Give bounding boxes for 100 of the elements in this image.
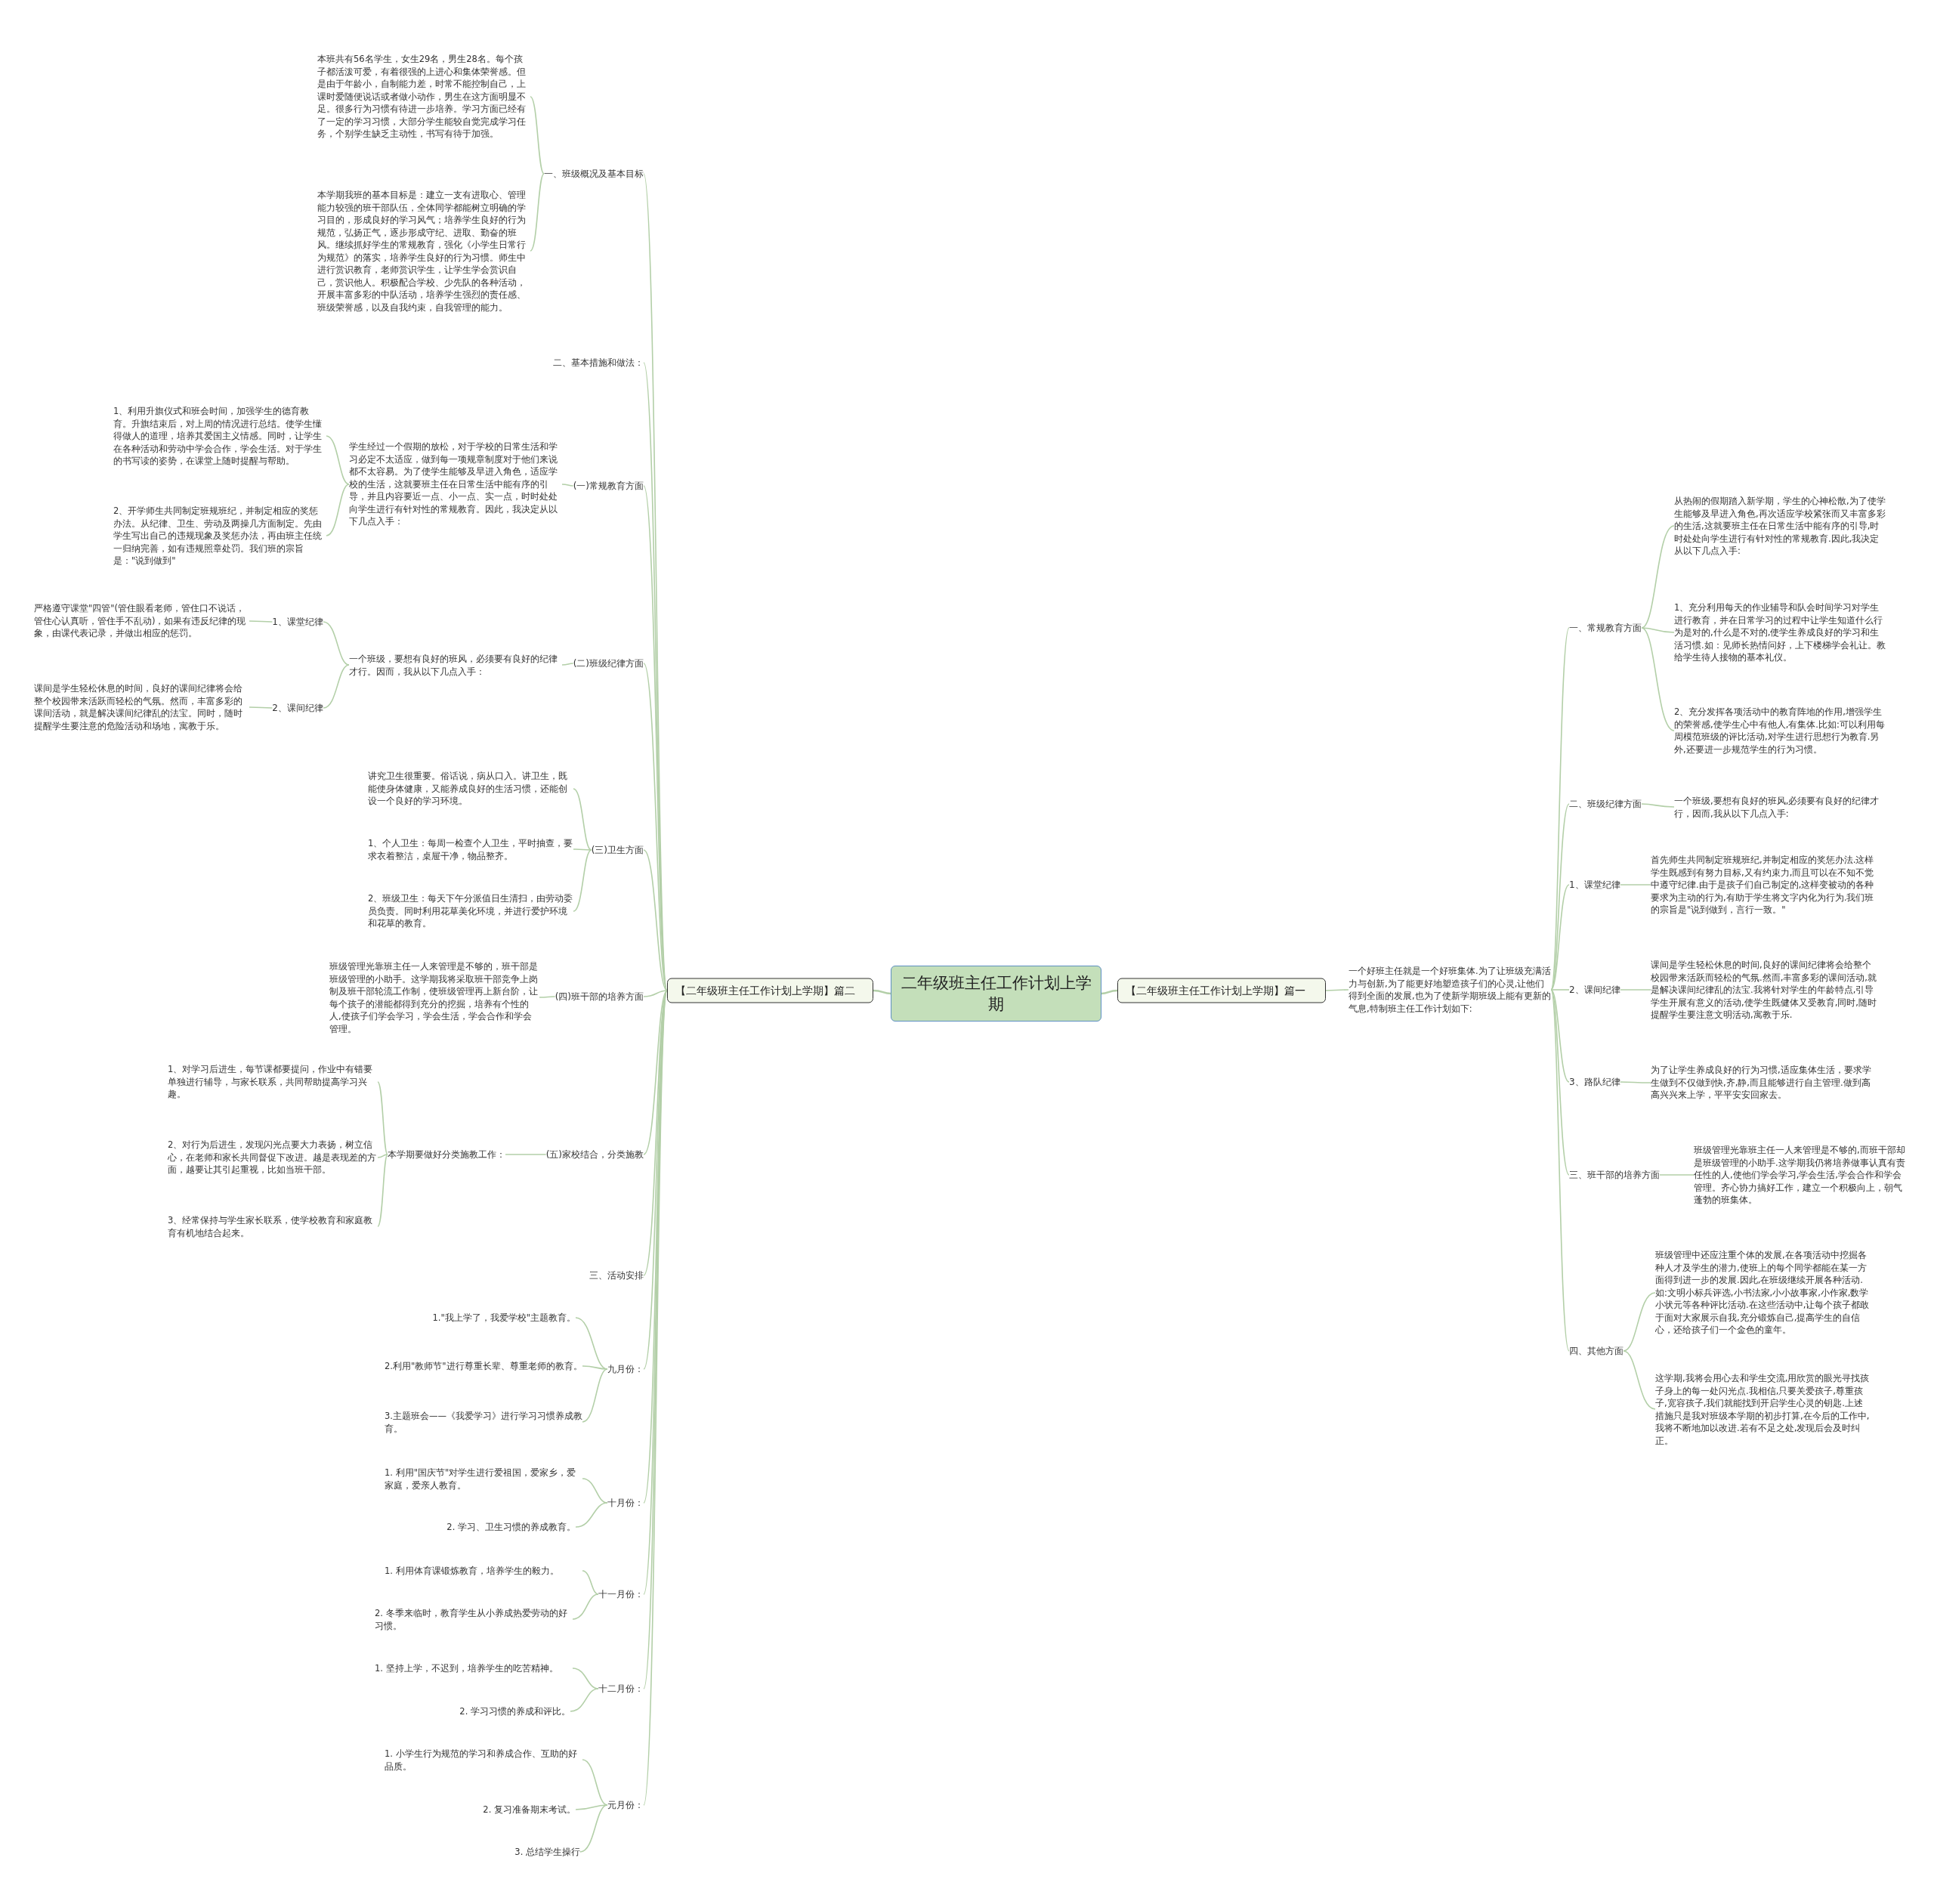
branch-label: 2、课间纪律 <box>1569 982 1620 997</box>
branch-label: 四、其他方面 <box>1569 1343 1624 1358</box>
connector-line <box>249 706 273 709</box>
topic-box <box>667 978 873 1003</box>
note-text: 1、个人卫生：每周一检查个人卫生，平时抽查，要求衣着整洁，桌屉干净，物品整齐。 <box>368 836 573 862</box>
branch-label: (一)常规教育方面 <box>573 478 644 493</box>
branch-label: 一、班级概况及基本目标 <box>544 166 644 181</box>
note-text: 1."我上学了，我爱学校"主题教育。 <box>378 1311 576 1324</box>
branch-label: (三)卫生方面 <box>591 842 644 858</box>
connector-line <box>643 990 668 997</box>
note-text: 2. 学习习惯的养成和评比。 <box>372 1705 570 1718</box>
note-text: 学生经过一个假期的放松，对于学校的日常生活和学习必定不太适应，做到每一项规章制度对于他们来说都不太容易。为了使学生能够及早进入角色，适应学校的生活，这就要班主任在日常生活中能有序的引导，并且内容要近一点、小一点、实一点，时时处处向学生进行有针对性的常规教育。因此，我决定从以下几点入手： <box>349 440 562 528</box>
connector-line <box>1641 803 1675 808</box>
note-text: 班级管理光靠班主任一人来管理是不够的,而班干部却是班级管理的小助手.这学期我仍将培养做事认真有责任性的人,使他们学会学习,学会生活,学会合作和学会管理。齐心协力搞好工作，建立一个积极向上，朝气蓬勃的班集体。 <box>1694 1143 1909 1207</box>
note-text: 为了让学生养成良好的行为习惯,适应集体生活，要求学生做到不仅做到快,齐,静,而且能够进行自主管理.做到高高兴兴来上学，平平安安回家去。 <box>1651 1064 1877 1102</box>
connector-line <box>377 1154 388 1227</box>
connector-line <box>1619 1081 1651 1083</box>
connector-line <box>1101 989 1118 995</box>
connector-line <box>323 621 350 666</box>
branch-label: 三、班干部的培养方面 <box>1569 1167 1660 1182</box>
branch-label: 一、常规教育方面 <box>1569 620 1642 635</box>
topic-title: 【二年级班主任工作计划上学期】篇一 <box>1126 983 1306 998</box>
connector-line <box>377 1154 388 1158</box>
note-text: 1. 坚持上学，不迟到，培养学生的吃苦精神。 <box>375 1661 573 1675</box>
connector-line <box>530 96 545 175</box>
connector-line <box>1659 1174 1695 1176</box>
branch-label: 二、班级纪律方面 <box>1569 796 1642 811</box>
connector-line <box>249 620 273 623</box>
connector-line <box>573 848 592 851</box>
connector-line <box>326 484 350 536</box>
branch-label: 1、课堂纪律 <box>1569 877 1620 892</box>
connector-line <box>505 1154 547 1155</box>
note-text: 3、经常保持与学生家长联系，使学校教育和家庭教育有机地结合起来。 <box>168 1213 378 1239</box>
connector-line <box>873 989 891 995</box>
note-text: 这学期,我将会用心去和学生交流,用欣赏的眼光寻找孩子身上的每一处闪光点.我相信,只要关爱孩子,尊重孩子,宽容孩子,我们就能找到开启学生心灵的钥匙.上述措施只是我对班级本学期的初步打算,在今后的工作中,我将不断地加以改进.若有不足之处,发现后会及时纠正。 <box>1655 1371 1871 1447</box>
topic-title: 二年级班主任工作计划上学期 <box>900 973 1092 1015</box>
note-text: 1、利用升旗仪式和班会时间，加强学生的德育教育。升旗结束后，对上周的情况进行总结。使学生懂得做人的道理，培养其爱国主义情感。同时，让学生在各种活动和劳动中学会合作，学会生活。对于学生的书写读的姿势，在课堂上随时提醒与帮助。 <box>113 404 326 468</box>
connector-line <box>1550 803 1570 991</box>
note-text: 3. 总结学生操行 <box>382 1845 580 1859</box>
central-topic-box <box>891 966 1101 1022</box>
note-text: 班级管理中还应注重个体的发展,在各项活动中挖掘各种人才及学生的潜力,使班上的每个同学都能在某一方面得到进一步的发展.因此,在班级继续开展各种活动.如:文明小标兵评选,小书法家,小小故事家,小作家,数学小状元等各种评比活动.在这些活动中,让每个孩子都敢于面对大家展示自我,充分锻炼自己,提高学生的自信心，还给孩子们一个金色的童年。 <box>1655 1249 1871 1337</box>
branch-label: (四)班干部的培养方面 <box>555 989 644 1004</box>
connector-line <box>530 173 545 252</box>
connector-line <box>1550 989 1570 1176</box>
branch-label: 1、课堂纪律 <box>272 614 323 629</box>
note-text: 2、班级卫生：每天下午分派值日生清扫，由劳动委员负责。同时利用花草美化环境，并进行爱护环境和花草的教育。 <box>368 892 573 930</box>
note-text: 课间是学生轻松休息的时间，良好的课间纪律将会给整个校园带来活跃而轻松的气氛。然而，丰富多彩的课间活动，就是解决课间纪律乱的法宝。同时，随时提醒学生要注意的危险活动和场地，寓教于乐。 <box>34 682 249 732</box>
connector-line <box>572 1593 599 1620</box>
connector-line <box>1641 627 1675 633</box>
branch-label: 二、基本措施和做法： <box>553 355 644 370</box>
branch-label: 3、路队纪律 <box>1569 1074 1620 1090</box>
branch-label: 元月份： <box>607 1797 644 1813</box>
branch-label: (五)家校结合，分类施教 <box>545 1147 644 1162</box>
topic-title: 【二年级班主任工作计划上学期】篇二 <box>675 983 856 998</box>
note-text: 3.主题班会——《我爱学习》进行学习习惯养成教育。 <box>385 1409 582 1435</box>
connector-line <box>643 849 668 991</box>
connector-line <box>323 664 350 709</box>
branch-label: 2、课间纪律 <box>272 700 323 716</box>
note-text: 从热闹的假期踏入新学期，学生的心神松散,为了使学生能够及早进入角色,再次适应学校紧张而又丰富多彩的生活,这就要班主任在日常生活中能有序的引导,时时处处向学生进行有针对性的常规教育.因此,我决定从以下几点入手: <box>1674 494 1886 558</box>
connector-line <box>1619 989 1651 991</box>
note-text: 2、充分发挥各项活动中的教育阵地的作用,增强学生的荣誉感,使学生心中有他人,有集体.比如:可以利用每周模范班级的评比活动,对学生进行思想行为教育.另外,还要进一步规范学生的行为习惯。 <box>1674 706 1886 756</box>
connector-line <box>573 788 592 851</box>
note-text: 1、对学习后进生，每节课都要提问，作业中有错要单独进行辅导，与家长联系，共同帮助提高学习兴趣。 <box>168 1063 378 1101</box>
note-text: 一个班级,要想有良好的班风,必须要有良好的纪律才行，因而,我从以下几点入手: <box>1674 794 1886 820</box>
connector-line <box>643 990 668 1155</box>
note-text: 2、对行为后进生，发现闪光点要大力表扬，树立信心，在老师和家长共同督促下改进。越是表现差的方面，越要让其引起重视，比如当班干部。 <box>168 1139 378 1176</box>
note-text: 本班共有56名学生，女生29名，男生28名。每个孩子都活泼可爱，有着很强的上进心和集体荣誉感。但是由于年龄小，自制能力差，时常不能控制自己，上课时爱随便说话或者做小动作，男生在这方面明显不足。很多行为习惯有待进一步培养。学习方面已经有了一定的学习习惯，大部分学生能较自觉完成学习任务，个别学生缺乏主动性，书写有待于加强。 <box>317 53 530 141</box>
note-text: 2. 复习准备期末考试。 <box>378 1803 576 1816</box>
connector-line <box>1623 1292 1656 1352</box>
connector-line <box>582 1759 608 1806</box>
note-text: 班级管理光靠班主任一人来管理是不够的，班干部是班级管理的小助手。这学期我将采取班干部竞争上岗制及班干部轮流工作制，使班级管理再上新台阶，让每个孩子的潜能都得到充分的挖掘，培养有个性的人,使孩子们学会学习，学会生活，学会合作和学会管理。 <box>329 960 539 1035</box>
connector-line <box>1550 884 1570 991</box>
branch-label: 十一月份： <box>598 1587 644 1602</box>
connector-line <box>539 996 556 998</box>
connector-line <box>377 1081 388 1155</box>
topic-box <box>1117 978 1326 1003</box>
branch-label: 三、活动安排 <box>589 1268 644 1283</box>
note-text: 2.利用"教师节"进行尊重长辈、尊重老师的教育。 <box>385 1359 582 1373</box>
note-text: 2. 冬季来临时，教育学生从小养成热爱劳动的好习惯。 <box>375 1606 573 1632</box>
note-text: 一个好班主任就是一个好班集体.为了让班级充满活力与创新,为了能更好地塑造孩子们的心灵,让他们得到全面的发展,也为了使新学期班级上能有更新的气息,特制班主任工作计划如下: <box>1349 965 1551 1015</box>
note-text: 一个班级，要想有良好的班风，必须要有良好的纪律才行。因而，我从以下几点入手： <box>349 652 562 678</box>
connector-line <box>561 663 574 666</box>
connector-line <box>326 435 350 485</box>
note-text: 本学期我班的基本目标是：建立一支有进取心、管理能力较强的班干部队伍，全体同学都能树立明确的学习目的，形成良好的学习风气；培养学生良好的行为规范，弘扬正气，逐步形成守纪、进取、勤奋的班风。继续抓好学生的常规教育，强化《小学生日常行为规范》的落实，培养学生良好的行为习惯。师生中进行赏识教育，老师赏识学生，让学生学会赏识自己，赏识他人。积极配合学校、少先队的各种活动，开展丰富多彩的中队活动，培养学生强烈的责任感、班级荣誉感，以及自我约束，自我管理的能力。 <box>317 188 530 314</box>
connector-line <box>1550 989 1570 1352</box>
note-text: 2、开学师生共同制定班规班纪，并制定相应的奖惩办法。从纪律、卫生、劳动及两操几方面制定。先由学生写出自己的违规现象及奖惩办法，再由班主任统一归纳完善，如有违规照章处罚。我们班的宗旨是："说到做到" <box>113 504 326 567</box>
note-text: 讲究卫生很重要。俗话说，病从口入。讲卫生，既能使身体健康，又能养成良好的生活习惯，还能创设一个良好的学习环境。 <box>368 770 573 808</box>
connector-line <box>1550 989 1570 991</box>
connector-line <box>1641 525 1675 629</box>
note-text: 1、充分利用每天的作业辅导和队会时间学习对学生进行教育，并在日常学习的过程中让学生知道什么行为是对的,什么是不对的,使学生养成良好的学习和生活习惯.如：见师长热情问好，上下楼梯学会礼让。教给学生待人接物的基本礼仪。 <box>1674 601 1886 664</box>
connector-line <box>643 663 668 991</box>
branch-label: 十二月份： <box>598 1681 644 1696</box>
note-text: 1. 利用体育课锻炼教育，培养学生的毅力。 <box>385 1564 582 1578</box>
branch-label: (二)班级纪律方面 <box>573 656 644 671</box>
connector-line <box>1619 884 1651 886</box>
branch-label: 本学期要做好分类施教工作： <box>388 1147 505 1162</box>
branch-label: 九月份： <box>607 1362 644 1377</box>
connector-line <box>1623 1350 1656 1410</box>
connector-line <box>1550 989 1570 1083</box>
connector-line <box>582 1570 599 1595</box>
